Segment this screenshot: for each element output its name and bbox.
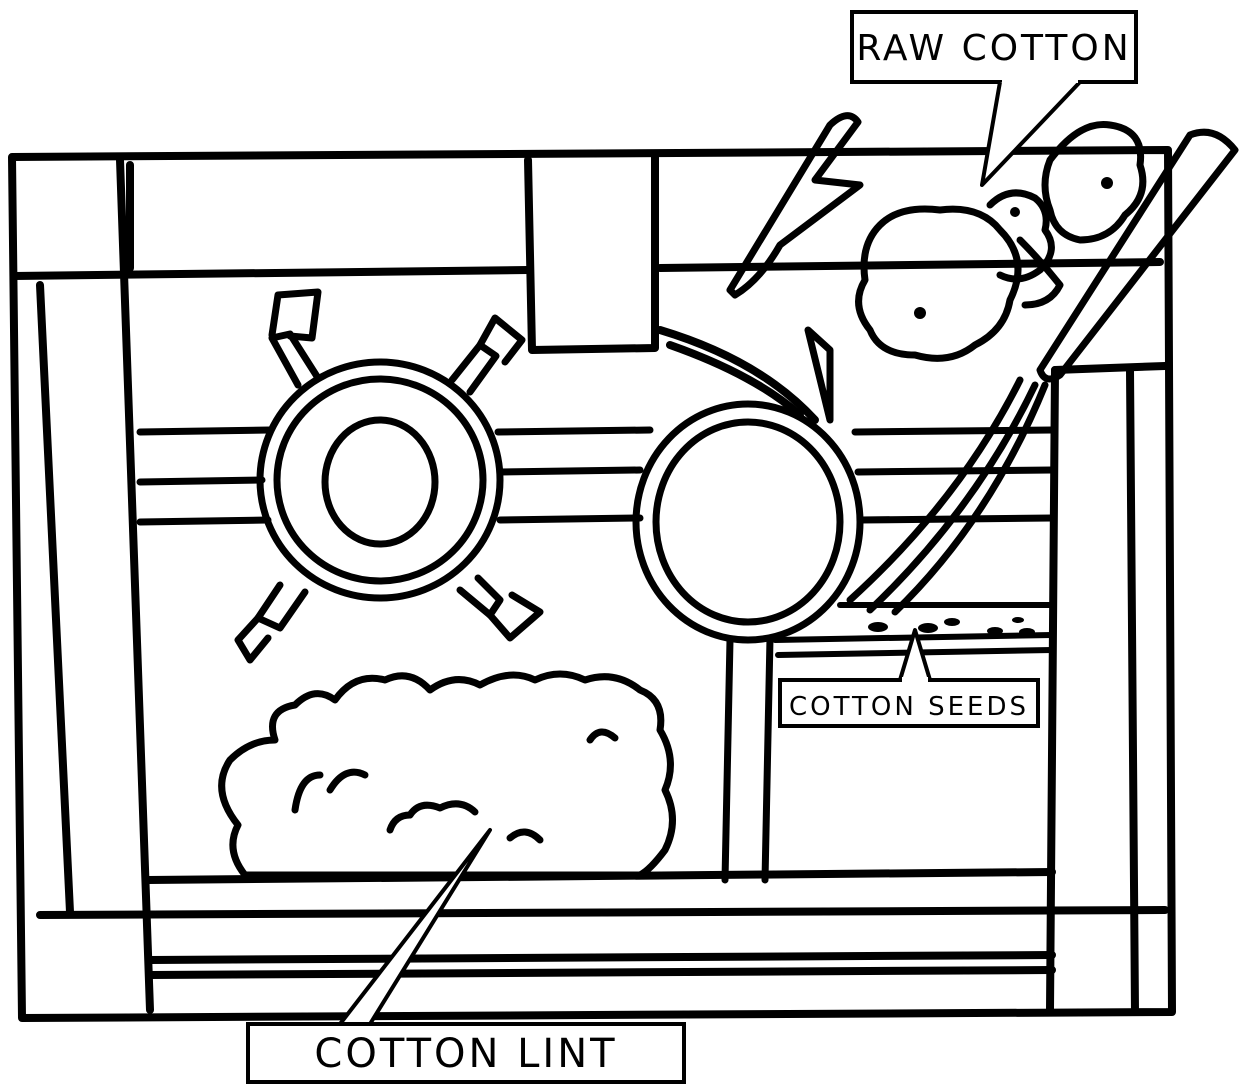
- boll-dots: [914, 177, 1113, 319]
- feed-ramp: [846, 128, 1239, 616]
- cotton-lint-pile: [218, 670, 676, 879]
- cotton-seeds-text: COTTON SEEDS: [789, 692, 1029, 722]
- raw-cotton-text: RAW COTTON: [856, 28, 1131, 69]
- raw-cotton-bolls: [855, 120, 1147, 362]
- cotton-seeds: [868, 617, 1035, 636]
- cotton-seeds-label: COTTON SEEDS: [778, 628, 1040, 728]
- machine-frame: [8, 146, 1176, 1022]
- brush-roller: [632, 400, 864, 884]
- hand-pick: [726, 112, 864, 424]
- saw-roller: [234, 288, 544, 664]
- cotton-lint-label: COTTON LINT: [246, 828, 686, 1084]
- cotton-lint-text: COTTON LINT: [314, 1031, 617, 1077]
- raw-cotton-label: RAW COTTON: [850, 10, 1138, 187]
